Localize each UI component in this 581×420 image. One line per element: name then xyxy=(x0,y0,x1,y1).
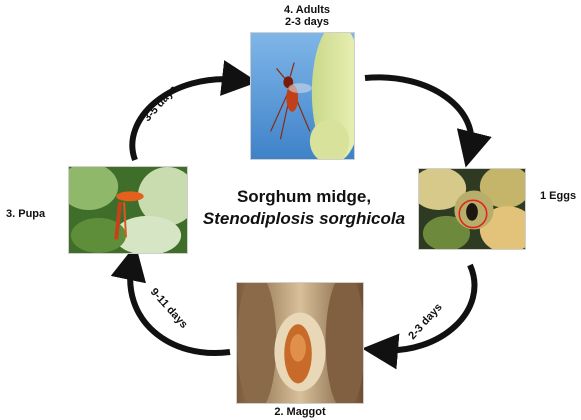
pupa-photo xyxy=(68,166,188,254)
adult-midge-photo xyxy=(250,32,355,160)
arrow-adults-to-eggs xyxy=(365,77,471,150)
adults-label-line2: 2-3 days xyxy=(262,16,352,28)
scientific-name: Stenodiplosis sorghicola xyxy=(186,208,422,230)
stage-label-adults: 4. Adults 2-3 days xyxy=(262,4,352,28)
stage-label-eggs: 1 Eggs xyxy=(540,190,576,202)
eggs-photo xyxy=(418,168,526,250)
arrow-maggot-to-pupa xyxy=(130,262,230,353)
duration-maggot-to-pupa: 9-11 days xyxy=(148,286,190,331)
common-name: Sorghum midge, xyxy=(237,187,371,206)
arrow-eggs-to-maggot xyxy=(380,265,474,350)
stage-label-pupa: 3. Pupa xyxy=(6,208,45,220)
maggot-photo xyxy=(236,282,364,404)
stage-label-maggot: 2. Maggot xyxy=(264,406,336,418)
diagram-title: Sorghum midge, Stenodiplosis sorghicola xyxy=(186,186,422,230)
duration-pupa-to-adult: 3-5 days xyxy=(141,83,179,124)
adults-label-line1: 4. Adults xyxy=(262,4,352,16)
